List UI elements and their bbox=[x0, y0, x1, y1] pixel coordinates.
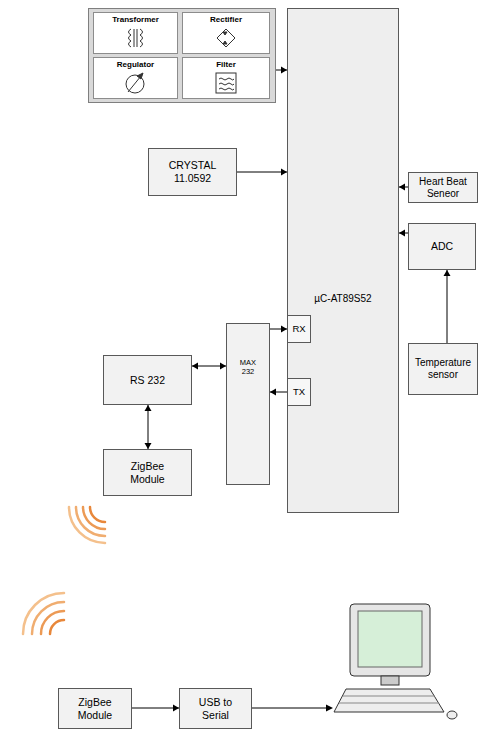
regulator-arrowhead bbox=[137, 73, 143, 79]
keyboard-keys bbox=[343, 696, 435, 697]
diode-mark bbox=[223, 32, 227, 35]
filter-box bbox=[216, 73, 236, 93]
connector bbox=[444, 270, 451, 343]
connector bbox=[276, 67, 287, 74]
box-label: Rectifier bbox=[210, 15, 242, 25]
signal-arc bbox=[83, 507, 105, 529]
arrowhead bbox=[270, 389, 276, 396]
transformer-coil bbox=[129, 29, 132, 47]
signal-arc bbox=[69, 507, 105, 543]
signal-arc bbox=[50, 620, 64, 634]
crystal-box: CRYSTAL 11.0592 bbox=[148, 148, 237, 196]
rectifier-bridge bbox=[217, 29, 235, 47]
connector-line bbox=[132, 708, 179, 709]
monitor-stand bbox=[381, 676, 399, 685]
box-label: TX bbox=[293, 386, 305, 397]
filter-wave bbox=[219, 88, 234, 90]
box-label: RX bbox=[292, 323, 305, 334]
diode-mark bbox=[223, 41, 227, 44]
box-label: CRYSTAL 11.0592 bbox=[162, 159, 224, 184]
box-label: ADC bbox=[431, 240, 453, 253]
arrowhead bbox=[326, 705, 333, 712]
filter-wave bbox=[219, 83, 234, 85]
transformer-symbol bbox=[129, 29, 143, 47]
box-label: ZigBee Module bbox=[70, 696, 120, 721]
arrowhead bbox=[145, 405, 152, 411]
arrowhead bbox=[399, 184, 405, 191]
monitor-frame bbox=[350, 604, 430, 676]
connector bbox=[132, 705, 179, 712]
regulator-arrow bbox=[128, 76, 141, 92]
power-block: Transformer bbox=[93, 12, 178, 54]
rs232-box: RS 232 bbox=[103, 355, 192, 405]
connector-line bbox=[447, 270, 448, 343]
arrowhead bbox=[192, 363, 198, 370]
box-label: MAX 232 bbox=[237, 358, 259, 376]
computer-icon bbox=[334, 604, 457, 719]
wireless-signal-icon bbox=[23, 593, 64, 634]
connector bbox=[399, 230, 408, 237]
rectifier-symbol bbox=[217, 29, 235, 47]
mouse bbox=[447, 711, 457, 719]
box-label: Regulator bbox=[117, 60, 154, 70]
connector bbox=[237, 169, 287, 176]
filter-symbol bbox=[216, 73, 236, 93]
box-label: Heart Beat Seneor bbox=[412, 176, 474, 200]
signal-arc bbox=[41, 611, 64, 634]
box-label: ZigBee Module bbox=[123, 460, 173, 485]
arrow-line bbox=[252, 708, 327, 709]
arrowhead bbox=[444, 270, 451, 276]
monitor-screen bbox=[358, 611, 422, 667]
transformer-coil bbox=[140, 29, 143, 47]
adc-box: ADC bbox=[408, 223, 476, 270]
arrowhead bbox=[399, 230, 405, 237]
transformer-core bbox=[137, 29, 138, 47]
microcontroller-box: µC-AT89S52RX TX bbox=[287, 8, 399, 513]
connector bbox=[270, 326, 287, 333]
connector bbox=[192, 363, 226, 370]
connector bbox=[145, 405, 152, 449]
box-label: µC-AT89S52 bbox=[314, 293, 371, 305]
connector bbox=[270, 389, 287, 396]
box-label: RS 232 bbox=[130, 374, 165, 387]
max232-box: MAX 232 bbox=[226, 323, 270, 485]
connector-line bbox=[148, 405, 149, 449]
power-supply-panel: Transformer RectifierRegulator Filter bbox=[88, 8, 276, 103]
pin-box: RX bbox=[287, 315, 311, 343]
connector bbox=[399, 184, 408, 191]
filter-wave bbox=[219, 78, 234, 80]
keyboard-keys bbox=[339, 703, 439, 704]
keyboard bbox=[334, 689, 444, 712]
zigbee-box: ZigBee Module bbox=[58, 688, 132, 729]
signal-arc bbox=[32, 602, 64, 634]
regulator-symbol bbox=[126, 73, 144, 93]
box-label: Transformer bbox=[112, 15, 159, 25]
connector-line bbox=[237, 172, 287, 173]
transformer-core bbox=[134, 29, 135, 47]
signal-arc bbox=[90, 507, 105, 522]
signal-arc bbox=[23, 593, 64, 634]
output-arrow bbox=[252, 705, 333, 712]
sensor-box: Heart Beat Seneor bbox=[408, 172, 478, 203]
box-label: Filter bbox=[216, 60, 236, 70]
box-label: Temperature sensor bbox=[412, 357, 474, 381]
converter-box: USB to Serial bbox=[179, 688, 252, 729]
sensor-box: Temperature sensor bbox=[408, 343, 478, 395]
box-label: USB to Serial bbox=[193, 696, 238, 721]
wireless-signal-icon bbox=[69, 507, 105, 543]
pin-box: TX bbox=[287, 378, 311, 406]
zigbee-box: ZigBee Module bbox=[103, 449, 192, 496]
